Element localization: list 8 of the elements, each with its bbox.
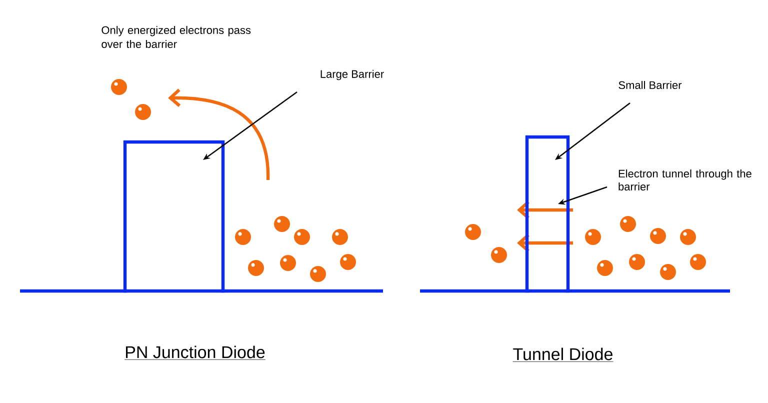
diagram-caption: Tunnel Diode (512, 348, 614, 362)
annotation-text: Only energized electrons pass over the barrier (102, 26, 251, 48)
annotation-text: Electron tunnel through the barrier (618, 169, 752, 191)
barrier-outline (123, 140, 225, 293)
annotation-text: Large Barrier (320, 70, 384, 80)
annotation-text: Small Barrier (618, 80, 682, 90)
diagram-caption: PN Junction Diode (124, 346, 266, 360)
barrier-outline (525, 135, 570, 293)
